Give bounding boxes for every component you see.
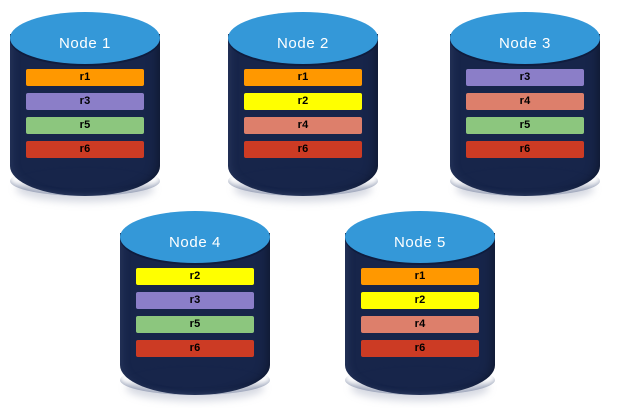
replica-label: r1 (297, 71, 309, 83)
node-top-ellipse (228, 12, 378, 64)
replica-label: r5 (79, 119, 91, 131)
replica-label: r5 (519, 119, 531, 131)
replica-bar[interactable]: r2 (361, 292, 479, 309)
replica-label: r5 (189, 318, 201, 330)
replica-list: r1 r3 r5 r6 (10, 69, 160, 158)
replica-bar[interactable]: r1 (244, 69, 362, 86)
database-node-cylinder[interactable]: Node 5 r1 r2 r4 r6 (345, 211, 495, 401)
replica-bar[interactable]: r4 (466, 93, 584, 110)
replica-label: r4 (297, 119, 309, 131)
replica-bar[interactable]: r3 (26, 93, 144, 110)
database-node-cylinder[interactable]: Node 3 r3 r4 r5 r6 (450, 12, 600, 202)
node-top-ellipse (120, 211, 270, 263)
node-top-ellipse (345, 211, 495, 263)
replica-label: r6 (414, 342, 426, 354)
replica-label: r3 (189, 294, 201, 306)
replica-label: r3 (79, 95, 91, 107)
replica-label: r4 (519, 95, 531, 107)
node-top-ellipse (10, 12, 160, 64)
database-node-cylinder[interactable]: Node 2 r1 r2 r4 r6 (228, 12, 378, 202)
database-node-cylinder[interactable]: Node 4 r2 r3 r5 r6 (120, 211, 270, 401)
replica-list: r2 r3 r5 r6 (120, 268, 270, 357)
replica-label: r2 (297, 95, 309, 107)
replica-label: r1 (79, 71, 91, 83)
replica-list: r3 r4 r5 r6 (450, 69, 600, 158)
node-top-ellipse (450, 12, 600, 64)
node-title-label: Node 2 (277, 35, 329, 52)
replica-label: r6 (519, 143, 531, 155)
replica-label: r3 (519, 71, 531, 83)
replica-label: r1 (414, 270, 426, 282)
replica-list: r1 r2 r4 r6 (345, 268, 495, 357)
replica-bar[interactable]: r3 (136, 292, 254, 309)
database-node-cylinder[interactable]: Node 1 r1 r3 r5 r6 (10, 12, 160, 202)
replica-bar[interactable]: r6 (26, 141, 144, 158)
replica-label: r6 (79, 143, 91, 155)
replica-bar[interactable]: r3 (466, 69, 584, 86)
replica-bar[interactable]: r6 (136, 340, 254, 357)
node-title-label: Node 1 (59, 35, 111, 52)
replica-label: r6 (297, 143, 309, 155)
replica-bar[interactable]: r2 (244, 93, 362, 110)
replica-bar[interactable]: r5 (136, 316, 254, 333)
node-title-label: Node 4 (169, 234, 221, 251)
replica-bar[interactable]: r6 (361, 340, 479, 357)
replica-list: r1 r2 r4 r6 (228, 69, 378, 158)
replica-label: r4 (414, 318, 426, 330)
replica-label: r2 (189, 270, 201, 282)
replica-bar[interactable]: r1 (26, 69, 144, 86)
replica-bar[interactable]: r5 (466, 117, 584, 134)
node-title-label: Node 3 (499, 35, 551, 52)
replica-bar[interactable]: r2 (136, 268, 254, 285)
replica-label: r2 (414, 294, 426, 306)
replica-bar[interactable]: r6 (244, 141, 362, 158)
replica-bar[interactable]: r1 (361, 268, 479, 285)
node-title-label: Node 5 (394, 234, 446, 251)
replica-bar[interactable]: r4 (244, 117, 362, 134)
replica-bar[interactable]: r4 (361, 316, 479, 333)
replica-label: r6 (189, 342, 201, 354)
replica-bar[interactable]: r5 (26, 117, 144, 134)
replica-bar[interactable]: r6 (466, 141, 584, 158)
